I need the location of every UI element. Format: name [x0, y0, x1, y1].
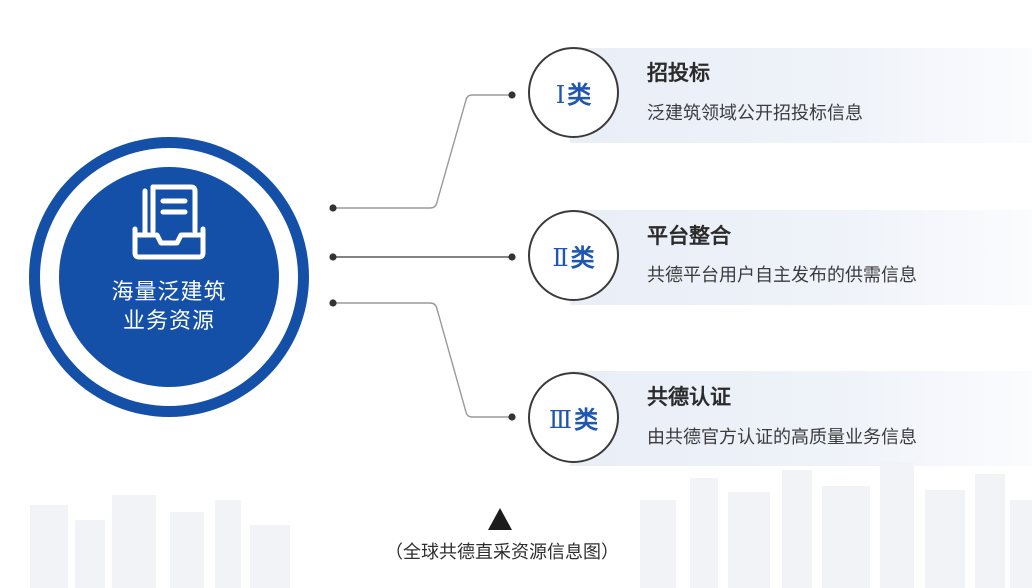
- category-description-3: 由共德官方认证的高质量业务信息: [647, 427, 917, 448]
- category-title-1: 招投标: [647, 61, 710, 85]
- category-badge-2: Ⅱ 类: [528, 210, 619, 301]
- hub-circle: [59, 167, 279, 387]
- hub-label-line-1: 海量泛建筑: [111, 280, 227, 305]
- category-badge-3: Ⅲ 类: [528, 372, 619, 463]
- diagram-caption: （全球共德直采资源信息图）: [385, 542, 619, 563]
- connector-dot: [329, 204, 337, 212]
- category-badge-1: Ⅰ 类: [528, 47, 619, 138]
- category-title-3: 共德认证: [647, 385, 731, 409]
- hub-label: 海量泛建筑 业务资源: [59, 278, 279, 336]
- category-band-3: [570, 371, 1032, 466]
- category-word-2: 类: [570, 244, 595, 272]
- category-numeral-1: Ⅰ: [555, 81, 566, 109]
- category-band-2: [570, 210, 1032, 305]
- category-word-1: 类: [567, 81, 592, 109]
- category-description-2: 共德平台用户自主发布的供需信息: [647, 265, 917, 286]
- category-word-3: 类: [574, 406, 599, 434]
- connector-dot: [508, 253, 516, 261]
- connector-line-3: [333, 302, 512, 418]
- connector-line-1: [333, 94, 512, 209]
- hub-label-line-2: 业务资源: [122, 309, 215, 334]
- triangle-up-icon: [488, 508, 512, 530]
- category-title-2: 平台整合: [647, 224, 731, 248]
- connector-dot: [508, 413, 516, 421]
- connector-dot: [329, 253, 337, 261]
- category-numeral-3: Ⅲ: [548, 406, 573, 434]
- connector-dot: [329, 299, 337, 307]
- category-description-1: 泛建筑领域公开招投标信息: [647, 103, 863, 124]
- category-band-1: [570, 48, 1032, 143]
- document-tray-icon: [132, 184, 206, 260]
- category-numeral-2: Ⅱ: [552, 244, 569, 272]
- connector-dot: [508, 91, 516, 99]
